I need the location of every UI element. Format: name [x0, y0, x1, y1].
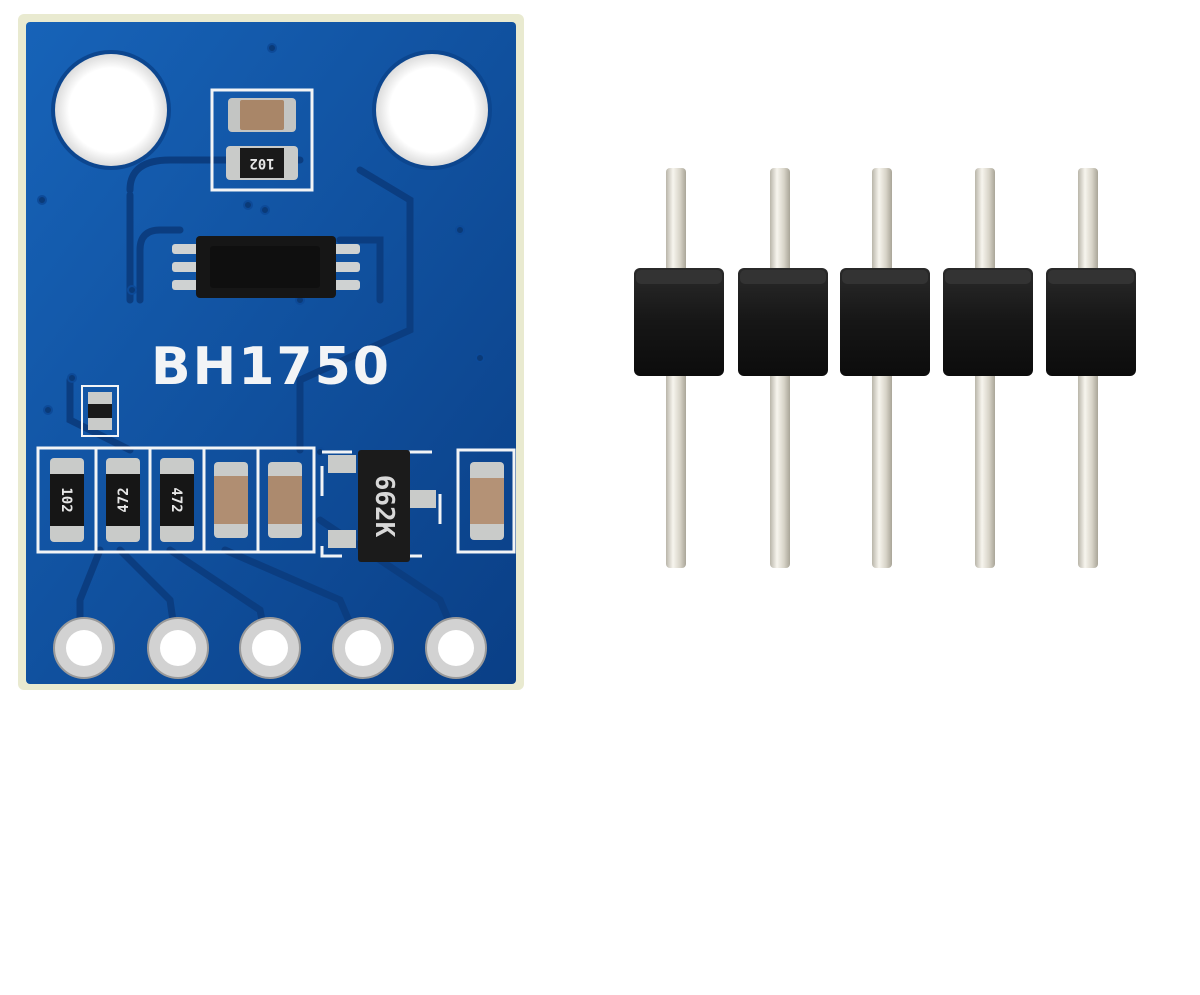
pin-pad-1	[53, 617, 115, 679]
bh1750-sensor-ic	[172, 236, 360, 298]
header-pin-3	[840, 168, 930, 568]
regulator-marking: 662K	[369, 475, 399, 538]
sensor-ic-window	[210, 246, 320, 288]
small-smd-left	[81, 385, 119, 437]
top-smd-group: 102	[210, 88, 314, 192]
board-label: BH1750	[151, 337, 391, 397]
top-capacitor	[240, 100, 284, 130]
resistor-r1: 102	[50, 458, 84, 542]
header-pin-1	[634, 168, 724, 568]
pin-pad-2	[147, 617, 209, 679]
header-block-4	[943, 268, 1033, 376]
header-block-2	[738, 268, 828, 376]
resistor-r3: 472	[160, 458, 194, 542]
capacitor-c2	[268, 462, 302, 538]
pin-pad-5	[425, 617, 487, 679]
pin-pad-4	[332, 617, 394, 679]
pcb-pin-pads	[53, 617, 487, 679]
header-pin-5	[1046, 168, 1136, 568]
header-block-5	[1046, 268, 1136, 376]
top-resistor-marking: 102	[249, 155, 274, 171]
voltage-regulator: 662K	[320, 450, 442, 562]
header-block-1	[634, 268, 724, 376]
header-pin-2	[738, 168, 828, 568]
pin-header	[634, 168, 1136, 568]
resistor-r3-marking: 472	[168, 487, 184, 512]
header-block-3	[840, 268, 930, 376]
mounting-holes	[51, 50, 492, 170]
regulator-body	[358, 450, 410, 562]
top-resistor	[240, 148, 284, 178]
resistor-r2: 472	[106, 458, 140, 542]
bottom-silk-frame	[36, 446, 316, 554]
capacitor-c1	[214, 462, 248, 538]
pcb-vias	[37, 43, 485, 457]
capacitor-c3	[456, 448, 516, 554]
header-pin-4	[943, 168, 1033, 568]
pcb-board: 102 BH1750	[18, 14, 524, 690]
mounting-hole-left	[55, 54, 167, 166]
sensor-ic-leads	[172, 244, 360, 290]
bottom-component-row: 102 472 472	[36, 446, 316, 554]
resistor-r1-marking: 102	[58, 487, 74, 512]
top-silk-frame	[210, 88, 314, 192]
resistor-r2-marking: 472	[116, 487, 132, 512]
mounting-hole-right	[376, 54, 488, 166]
pin-pad-3	[239, 617, 301, 679]
